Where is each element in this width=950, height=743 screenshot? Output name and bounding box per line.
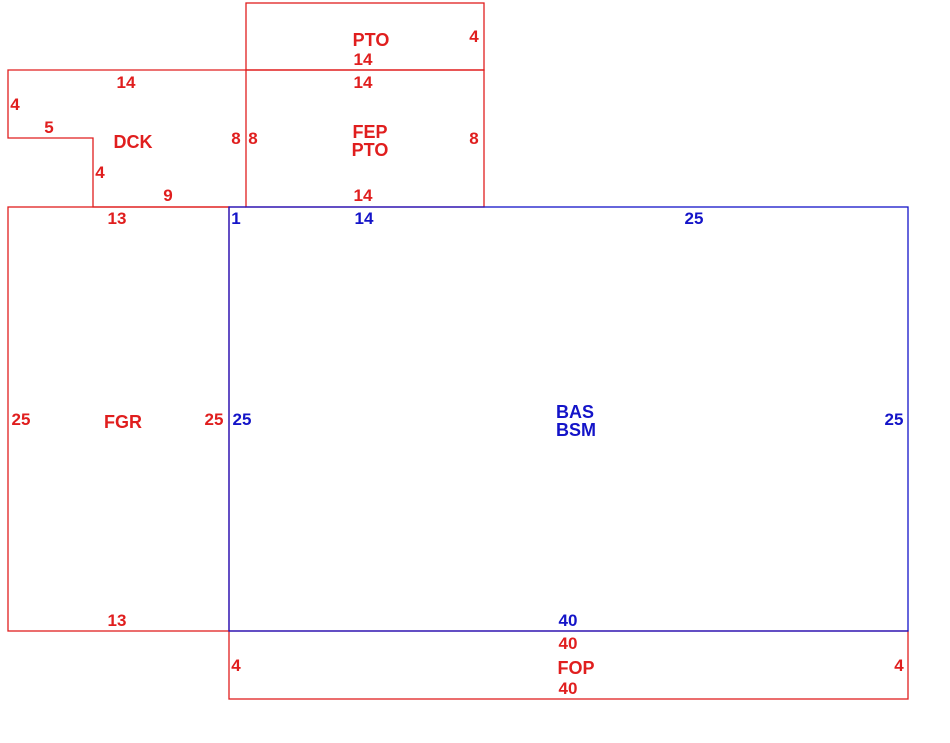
bas-outline — [228, 206, 909, 632]
area-label-pto-top: PTO — [353, 30, 390, 50]
area-label-bas: BAS — [556, 402, 594, 422]
dim-bas-left: 25 — [233, 410, 252, 429]
dim-bas-top-right: 25 — [685, 209, 704, 228]
dim-fop-right: 4 — [894, 656, 904, 675]
dim-fgr-left: 25 — [12, 410, 31, 429]
dim-fep-top: 14 — [354, 73, 373, 92]
dim-fep-right: 8 — [469, 129, 478, 148]
area-label-fgr: FGR — [104, 412, 142, 432]
dim-bas-right: 25 — [885, 410, 904, 429]
dim-fep-left: 8 — [248, 129, 257, 148]
dim-bas-bottom: 40 — [559, 611, 578, 630]
dim-pto-bottom: 14 — [354, 50, 373, 69]
dim-bas-top-mid: 14 — [355, 209, 374, 228]
dim-dck-right: 8 — [231, 129, 240, 148]
area-label-pto-mid: PTO — [352, 140, 389, 160]
dim-fep-bottom: 14 — [354, 186, 373, 205]
dim-bas-top-left: 1 — [231, 209, 240, 228]
dim-dck-step-vertical: 4 — [95, 163, 105, 182]
dim-fgr-right: 25 — [205, 410, 224, 429]
dim-fop-bottom: 40 — [559, 679, 578, 698]
area-label-fop: FOP — [557, 658, 594, 678]
dim-dck-top: 14 — [117, 73, 136, 92]
dim-dck-left: 4 — [10, 95, 20, 114]
area-label-dck: DCK — [114, 132, 153, 152]
dim-pto-right: 4 — [469, 27, 479, 46]
dim-dck-bottom: 9 — [163, 186, 172, 205]
dim-fgr-top: 13 — [108, 209, 127, 228]
area-label-fep: FEP — [352, 122, 387, 142]
dim-fgr-bottom: 13 — [108, 611, 127, 630]
dim-fop-top: 40 — [559, 634, 578, 653]
dim-dck-step: 5 — [44, 118, 53, 137]
area-label-bsm: BSM — [556, 420, 596, 440]
dim-fop-left: 4 — [231, 656, 241, 675]
